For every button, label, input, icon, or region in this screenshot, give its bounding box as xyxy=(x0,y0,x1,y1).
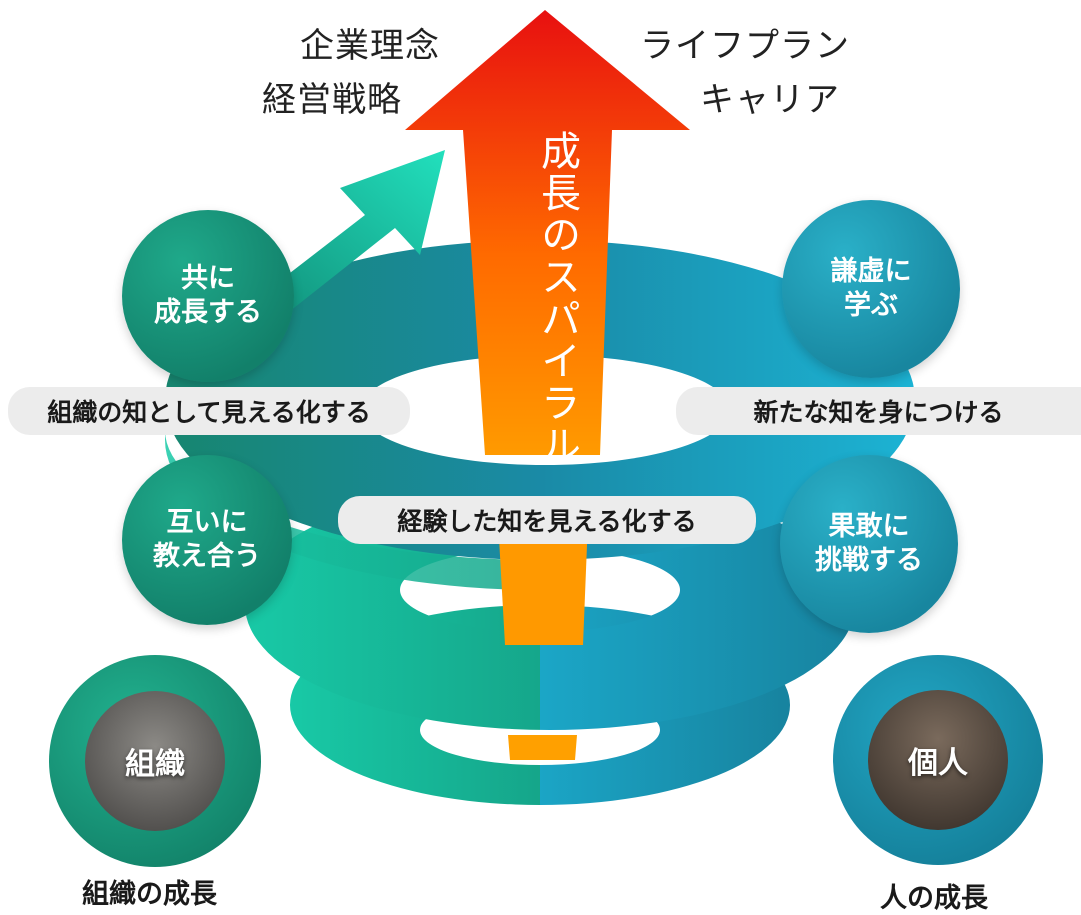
circle-challenge-boldly-label: 果敢に 挑戦する xyxy=(815,511,923,576)
top-left-line1: 企業理念 xyxy=(300,26,440,66)
circle-learn-humbly-label: 謙虚に 学ぶ xyxy=(830,256,912,321)
circle-challenge-boldly: 果敢に 挑戦する xyxy=(780,455,958,633)
pill-org-visualize: 組織の知として見える化する xyxy=(8,387,410,435)
photo-organization-image: 組織 xyxy=(85,691,225,831)
photo-individual: 個人 xyxy=(833,655,1043,865)
circle-learn-humbly: 謙虚に 学ぶ xyxy=(782,200,960,378)
circle-grow-together: 共に 成長する xyxy=(122,210,294,382)
top-right-line2: キャリア xyxy=(700,80,840,120)
top-left-line2: 経営戦略 xyxy=(262,80,402,120)
pill-visualize-experience: 経験した知を見える化する xyxy=(338,496,756,544)
bottom-label-org-growth: 組織の成長 xyxy=(82,879,217,910)
growth-arrow xyxy=(405,10,690,760)
green-growth-arrow xyxy=(255,150,445,315)
photo-individual-image: 個人 xyxy=(868,690,1008,830)
photo-organization: 組織 xyxy=(49,655,261,867)
circle-grow-together-label: 共に 成長する xyxy=(154,263,262,328)
photo-organization-label: 組織 xyxy=(125,747,185,782)
circle-teach-each-other: 互いに 教え合う xyxy=(122,455,292,625)
pill-acquire-knowledge: 新たな知を身につける xyxy=(676,387,1081,435)
bottom-label-human-growth: 人の成長 xyxy=(880,883,988,914)
photo-individual-label: 個人 xyxy=(908,746,968,781)
circle-teach-each-other-label: 互いに 教え合う xyxy=(153,507,261,572)
top-right-line1: ライフプラン xyxy=(640,26,850,66)
arrow-label: 成長のスパイラル xyxy=(534,130,580,466)
